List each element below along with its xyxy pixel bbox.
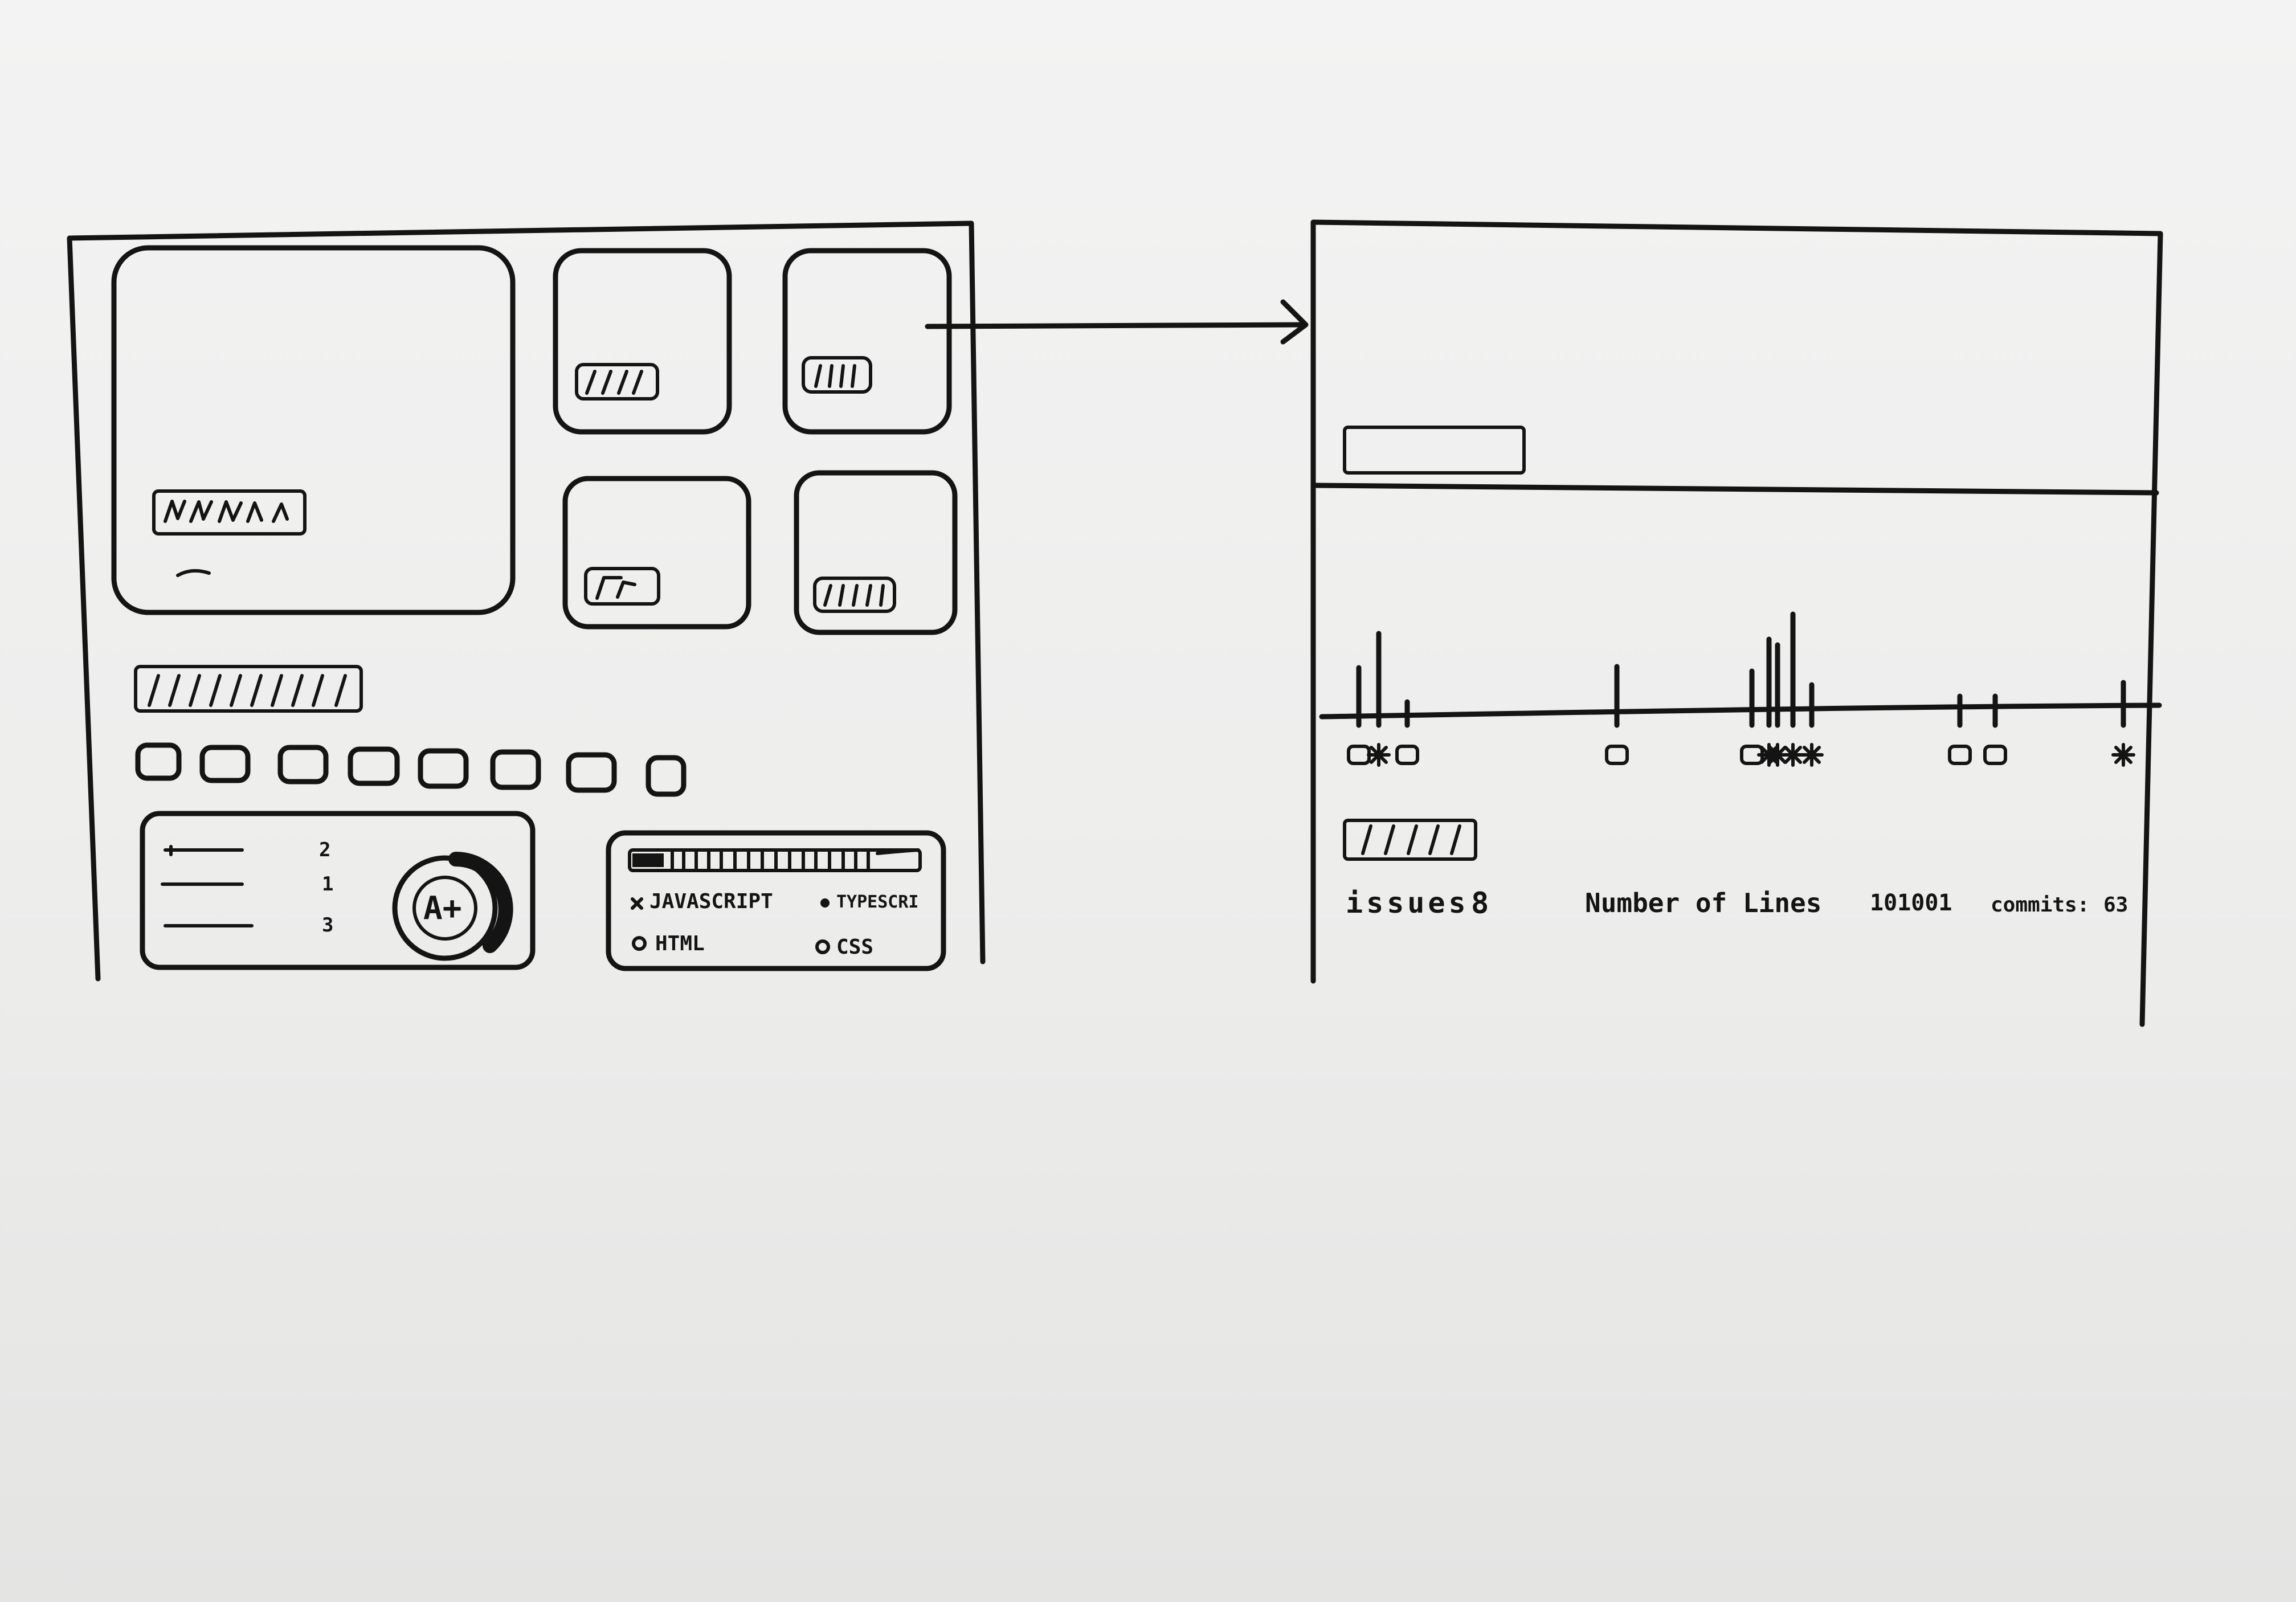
milestone-star-icon[interactable]: [1800, 743, 1824, 767]
detail-header-divider: [1313, 483, 2159, 496]
hero-card: [111, 245, 516, 615]
ranking-number-1: 2: [319, 839, 331, 861]
project-card-2-label: [802, 356, 872, 394]
language-bar-segment-1: [632, 853, 664, 867]
milestone-star-icon[interactable]: [1367, 743, 1391, 767]
legend-label-javascript: JAVASCRIPT: [649, 890, 773, 913]
grade-ring-progress: [448, 852, 513, 953]
stats-heading: [1343, 819, 1477, 861]
skill-chip[interactable]: [348, 746, 400, 786]
issues-value: 8: [1471, 886, 1489, 921]
detail-title-box: [1343, 426, 1526, 475]
navigation-arrow: [925, 299, 1309, 345]
hero-card-subtitle: [176, 569, 211, 577]
commit-icon[interactable]: [1605, 745, 1629, 765]
legend-label-css: CSS: [836, 935, 874, 959]
project-card-3-label: [584, 567, 660, 606]
project-card-2[interactable]: [782, 248, 952, 435]
legend-label-typescript: TYPESCRI: [836, 892, 919, 912]
languages-card: [606, 830, 946, 971]
project-card-4-label: [813, 577, 896, 613]
legend-marker-circle: [815, 939, 830, 954]
commit-icon[interactable]: [1983, 745, 2007, 765]
lines-value: 101001: [1870, 890, 1952, 916]
project-card-3[interactable]: [562, 476, 751, 630]
milestone-star-icon[interactable]: [2111, 743, 2135, 767]
ranking-card: [140, 811, 536, 970]
milestone-star-icon[interactable]: [1766, 743, 1790, 767]
legend-marker-dot: [632, 936, 647, 951]
commit-icon[interactable]: [1347, 745, 1371, 765]
skill-chip[interactable]: [418, 748, 469, 789]
dashboard-wireframe: [67, 220, 986, 982]
detail-frame: [1310, 219, 2163, 1027]
legend-marker-dot: [820, 898, 830, 908]
timeline-axis: [1319, 702, 2162, 720]
skill-chip[interactable]: [646, 755, 687, 797]
ranking-number-2: 1: [322, 873, 334, 896]
commit-timeline: [1319, 702, 2162, 720]
dashboard-frame: [67, 220, 986, 982]
detail-wireframe: [1310, 219, 2163, 1027]
legend-marker-x: [631, 897, 643, 910]
grade-ring-outer: [392, 855, 498, 961]
milestone-star-icon[interactable]: [1781, 743, 1805, 767]
hero-card-title-badge: [152, 489, 307, 536]
project-card-1[interactable]: [553, 248, 732, 435]
lines-label: Number of Lines: [1585, 888, 1822, 918]
project-card-4[interactable]: [794, 470, 958, 635]
legend-label-html: HTML: [655, 932, 705, 955]
commit-icon[interactable]: [1948, 745, 1972, 765]
project-card-1-label: [575, 363, 659, 400]
grade-label: A+: [423, 890, 462, 927]
skill-chip[interactable]: [277, 745, 329, 784]
issues-label: issues: [1346, 886, 1469, 919]
skill-chip[interactable]: [199, 745, 251, 783]
commit-icon[interactable]: [1395, 745, 1419, 765]
skills-heading: [134, 665, 363, 713]
skill-chip[interactable]: [490, 749, 541, 790]
skill-chip[interactable]: [566, 752, 617, 793]
skill-chip[interactable]: [135, 742, 182, 781]
timeline-marks: [1347, 611, 2135, 767]
ranking-number-3: 3: [322, 914, 334, 937]
ranking-line-1: [164, 845, 244, 856]
skill-chip-row: [135, 742, 687, 797]
commits-label: commits:: [1991, 893, 2090, 917]
grade-ring-inner: [412, 876, 477, 941]
commits-value: 63: [2103, 893, 2129, 917]
